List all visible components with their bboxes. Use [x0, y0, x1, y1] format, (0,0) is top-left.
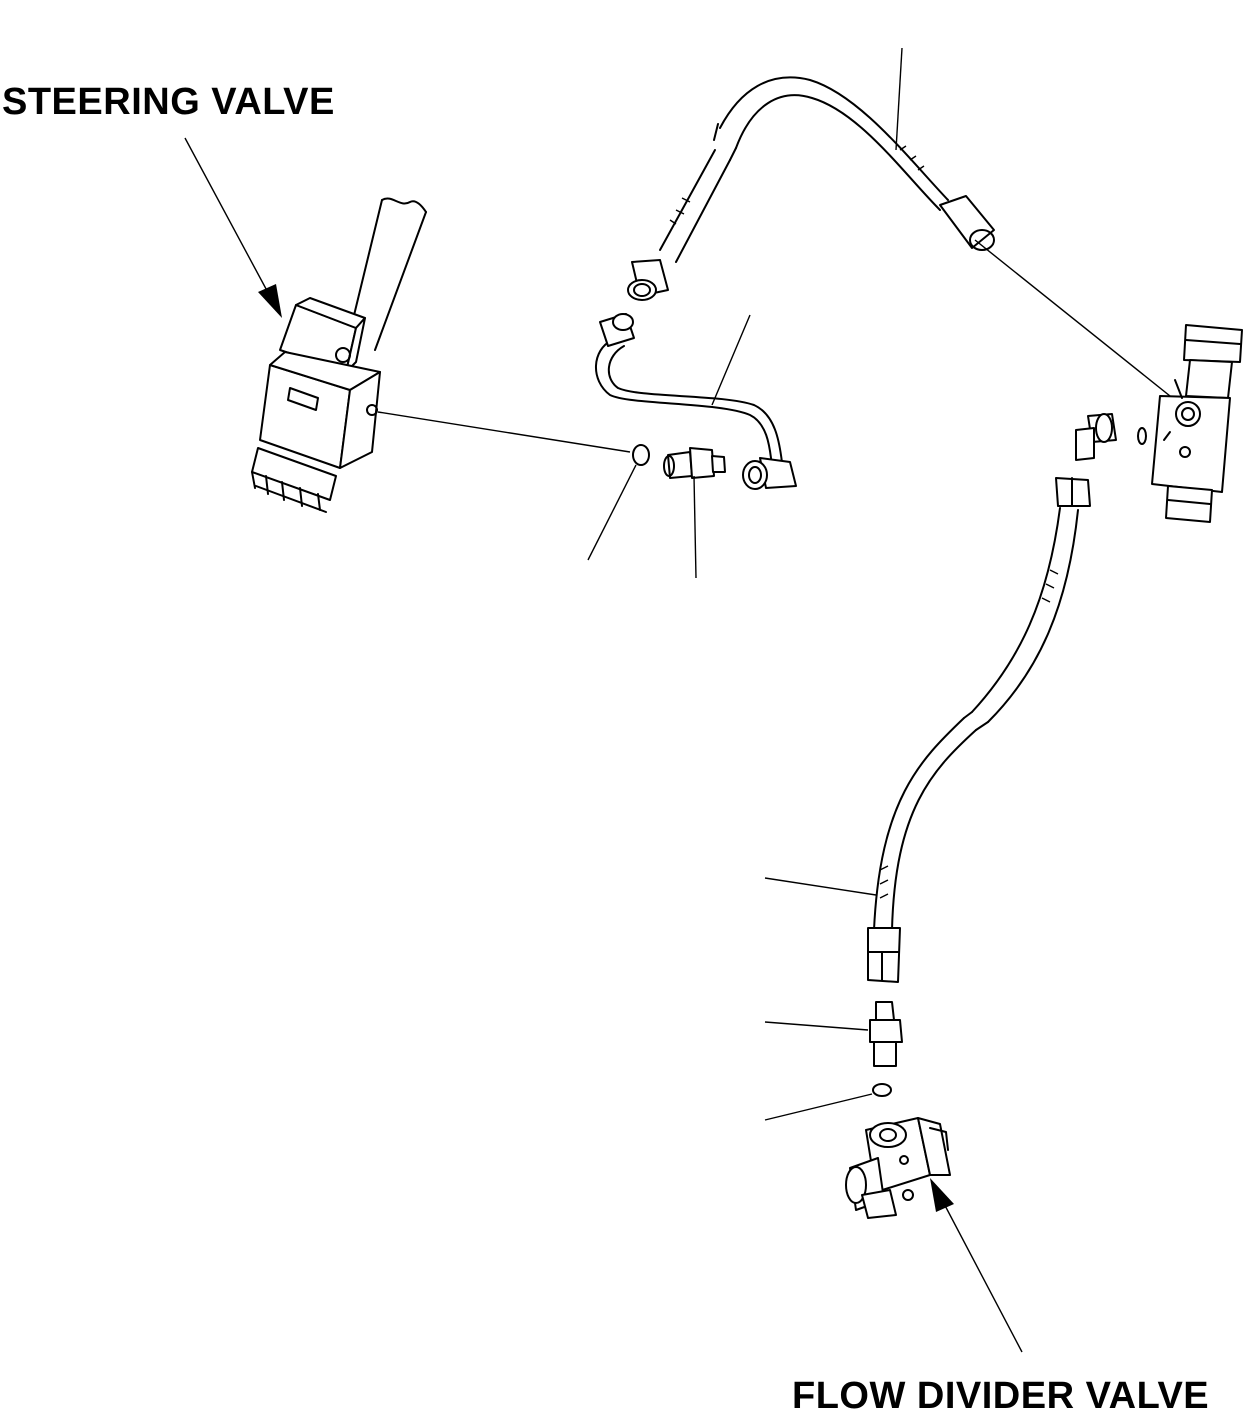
o-ring-steering — [632, 444, 650, 466]
lower-hose-leader — [764, 877, 877, 896]
upper-hose-to-valve-leader — [974, 239, 1186, 409]
steering-valve-label: STEERING VALVE — [2, 81, 335, 123]
o-ring-steering-leader — [587, 464, 637, 561]
upper-hose-leader — [895, 47, 903, 151]
o-ring-lower-leader — [764, 1093, 873, 1121]
flow-divider-valve — [845, 1117, 951, 1219]
adapter-fitting-lower — [869, 1001, 903, 1067]
flow-divider-valve-label: FLOW DIVIDER VALVE — [792, 1375, 1210, 1417]
right-valve-block — [1151, 324, 1243, 523]
adapter-fitting-steering — [663, 447, 726, 479]
lower-hose — [867, 477, 1091, 983]
steering-valve-arrow — [184, 137, 282, 318]
adapter-lower-leader — [764, 1021, 869, 1031]
o-ring-lower — [872, 1083, 892, 1097]
elbow-fitting — [1075, 413, 1117, 461]
steel-tube-leader — [711, 314, 751, 406]
port-leader-line — [377, 411, 631, 453]
o-ring-elbow — [1137, 427, 1147, 445]
adapter-leader — [693, 475, 697, 579]
steering-valve — [251, 197, 427, 513]
upper-hose — [627, 76, 995, 301]
flow-divider-arrow — [930, 1178, 1023, 1353]
steel-tube — [595, 313, 797, 490]
